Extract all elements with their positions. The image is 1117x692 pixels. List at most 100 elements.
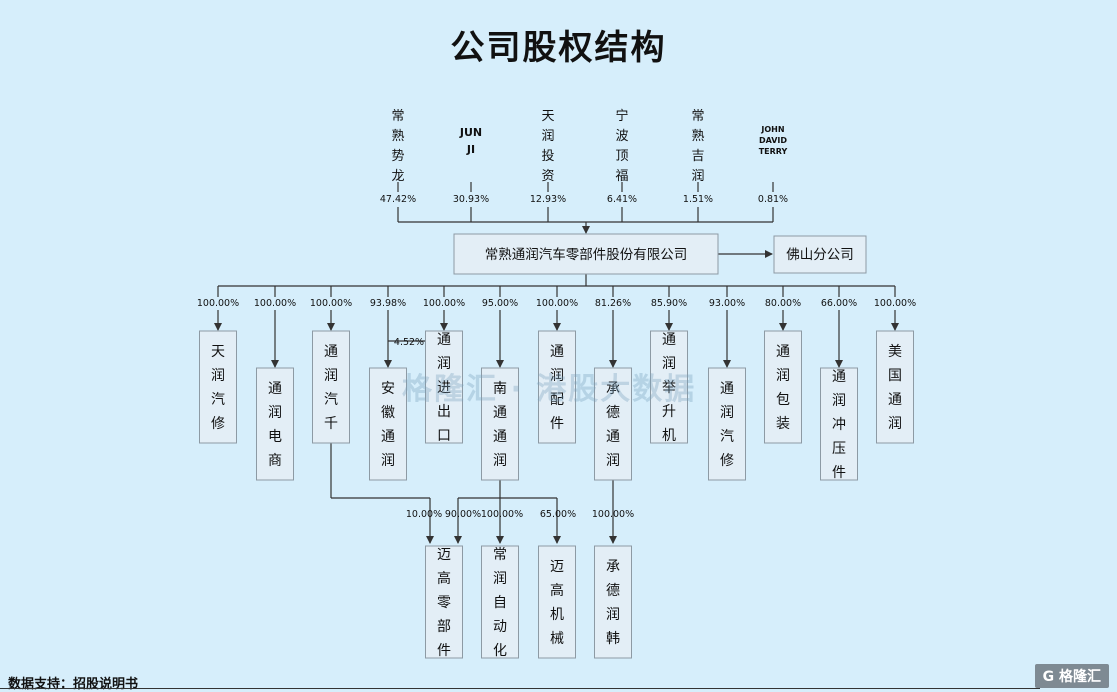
box-frame (594, 367, 632, 481)
subsidiary-pct: 93.98% (370, 298, 406, 309)
box-label-char: 通 (324, 344, 338, 360)
box-frame (820, 367, 858, 481)
box-label-char: 压 (832, 441, 846, 457)
subsidiary-pct: 100.00% (310, 298, 352, 309)
branch-office: 佛山分公司 (773, 235, 867, 274)
shareholder-name-word: TERRY (759, 147, 788, 156)
shareholder-name-char: 福 (615, 169, 628, 184)
box-label-char: 自 (493, 595, 507, 611)
box-label-char: 修 (211, 416, 225, 432)
shareholder-name-char: 天 (541, 109, 554, 124)
box-label-char: 包 (776, 392, 790, 408)
brand-logo: G 格隆汇 (1034, 664, 1109, 688)
box-label-char: 承 (606, 559, 620, 575)
box-frame (453, 233, 719, 275)
box-label-char: 部 (437, 619, 451, 635)
box-label-char: 润 (606, 607, 620, 623)
box-label-char: 千 (324, 416, 338, 432)
box-frame (650, 330, 688, 444)
box-label-char: 机 (662, 428, 676, 444)
shareholder-name-char: 润 (541, 129, 554, 144)
shareholder-pct: 47.42% (380, 194, 416, 205)
box-label-char: 迈 (437, 547, 451, 563)
shareholder-name-char: 资 (541, 169, 554, 184)
shareholder-name-char: 龙 (391, 169, 404, 184)
box-label-char: 进 (437, 380, 451, 396)
branch-office-name: 佛山分公司 (786, 247, 854, 263)
box-label-char: 举 (662, 380, 676, 396)
box-label-char: 修 (720, 453, 734, 469)
shareholder-name-char: 顶 (615, 149, 628, 164)
box-label-char: 件 (550, 416, 564, 432)
shareholder-name-char: 吉 (691, 149, 704, 164)
pct-nantong-to-changrun: 100.00% (481, 509, 523, 520)
box-label-char: 机 (550, 607, 564, 623)
shareholder-name-char: 润 (691, 169, 704, 184)
subsidiary-pct: 66.00% (821, 298, 857, 309)
box-label-char: 通 (776, 344, 790, 360)
shareholder-name-char: 投 (541, 148, 554, 164)
box-label-char: 润 (888, 416, 902, 432)
shareholder-name-char: 熟 (691, 128, 704, 144)
box-label-char: 润 (662, 356, 676, 372)
box-label-char: 动 (493, 619, 507, 635)
shareholder-name-char: 势 (391, 148, 404, 164)
box-frame (256, 367, 294, 481)
shareholder-name-word: JOHN (760, 125, 784, 134)
pct-qian-to-maigao: 10.00% (406, 509, 442, 520)
subsidiary-pct: 100.00% (197, 298, 239, 309)
box-frame (481, 367, 519, 481)
box-frame (425, 545, 463, 659)
diagram-nodes: 常熟势龙47.42%JUNJI30.93%天润投资12.93%宁波顶福6.41%… (197, 108, 916, 659)
box-frame (199, 330, 237, 444)
pct-chengde-to-runhan: 100.00% (592, 509, 634, 520)
shareholder-pct: 6.41% (607, 194, 637, 205)
shareholder-name-char: 宁 (615, 108, 628, 124)
box-frame (312, 330, 350, 444)
subsidiary-pct: 85.90% (651, 298, 687, 309)
box-label-char: 口 (437, 428, 451, 444)
box-label-char: 常 (493, 547, 507, 563)
parent-company: 常熟通润汽车零部件股份有限公司 (453, 233, 719, 275)
box-label-char: 德 (606, 405, 620, 421)
shareholder-name-word: JI (466, 143, 475, 156)
box-label-char: 通 (437, 332, 451, 348)
shareholder-name-char: 熟 (391, 128, 404, 144)
pct-nantong-to-jixie: 65.00% (540, 509, 576, 520)
subsidiary-pct: 100.00% (254, 298, 296, 309)
box-label-char: 汽 (720, 429, 734, 445)
box-label-char: 件 (437, 643, 451, 659)
box-label-char: 润 (550, 368, 564, 384)
box-label-char: 通 (493, 429, 507, 445)
cross-holding-pct: 4.52% (394, 337, 424, 348)
box-label-char: 装 (776, 416, 790, 432)
shareholder-name-char: 常 (391, 109, 404, 124)
box-label-char: 润 (268, 405, 282, 421)
box-label-char: 通 (720, 381, 734, 397)
shareholder-pct: 12.93% (530, 194, 566, 205)
box-label-char: 升 (662, 404, 676, 420)
shareholder-name-word: DAVID (759, 136, 787, 145)
shareholder-name-char: 波 (615, 129, 628, 144)
box-label-char: 润 (493, 453, 507, 469)
box-label-char: 通 (550, 344, 564, 360)
box-label-char: 冲 (832, 417, 846, 433)
pct-nantong-to-maigao: 90.00% (445, 509, 481, 520)
box-label-char: 承 (606, 381, 620, 397)
